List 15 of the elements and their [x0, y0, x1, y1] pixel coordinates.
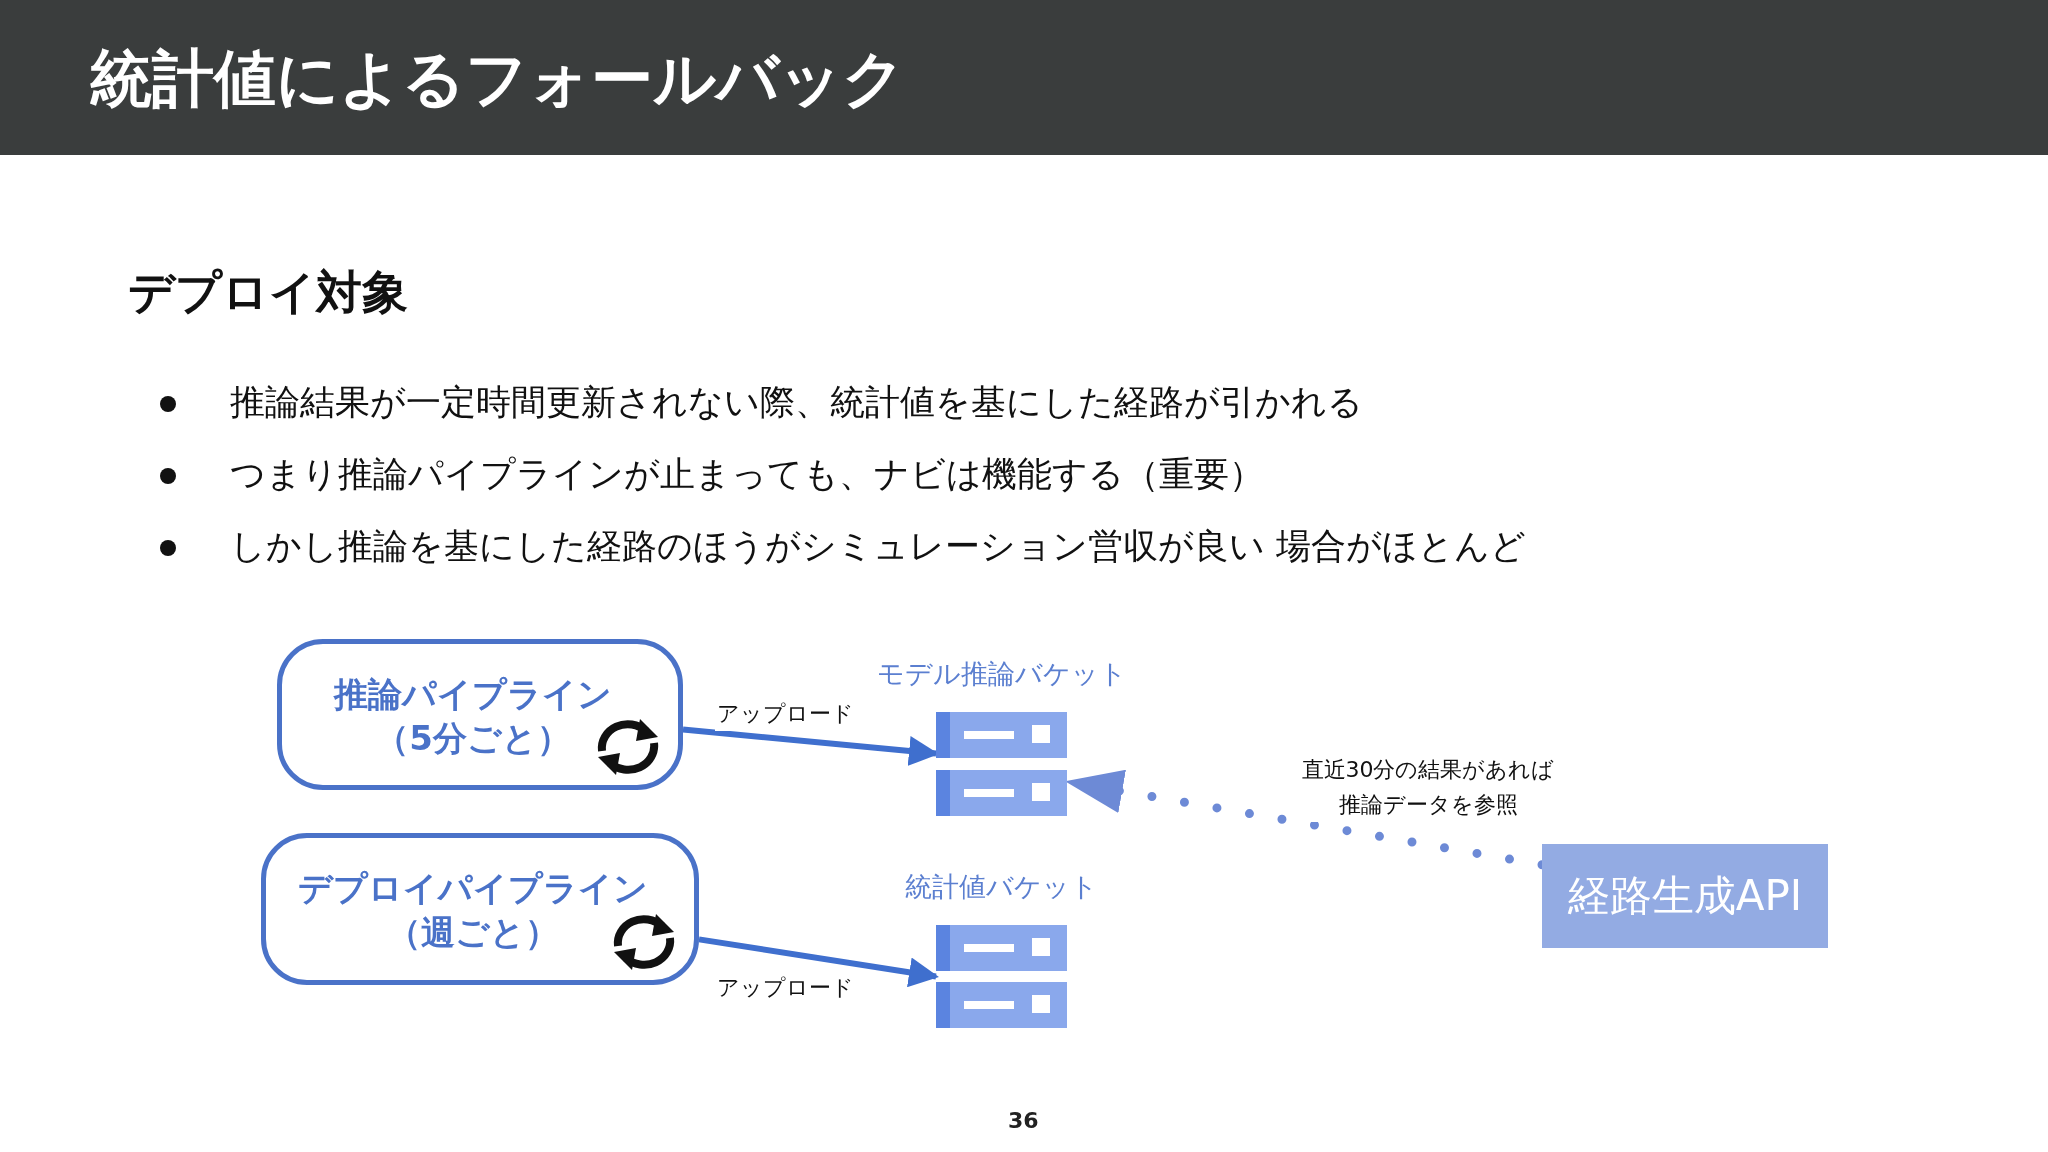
box-label: 推論パイプライン（5分ごと）: [332, 673, 613, 761]
bucket-label: 統計値バケット: [904, 870, 1099, 904]
pipeline-box: [261, 833, 699, 985]
bullet-text: しかし推論を基にした経路のほうがシミュレーション営収が良い 場合がほとんど: [230, 525, 1527, 568]
bullet-text: 推論結果が一定時間更新されない際、統計値を基にした経路が引かれる: [230, 381, 1363, 424]
api-label: 経路生成API: [1567, 870, 1803, 922]
bucket-label: モデル推論バケット: [875, 657, 1128, 691]
api-box: [1542, 844, 1828, 948]
box-label: デプロイパイプライン（週ごと）: [298, 867, 648, 955]
slide-title: 統計値によるフォールバック: [90, 42, 905, 117]
pipeline-box: [277, 639, 683, 790]
arrow: [698, 936, 939, 988]
page-number: 36: [1008, 1108, 1039, 1133]
section-heading: デプロイ対象: [128, 264, 408, 321]
bullet-text: つまり推論パイプラインが止まっても、ナビは機能する（重要）: [230, 453, 1264, 496]
